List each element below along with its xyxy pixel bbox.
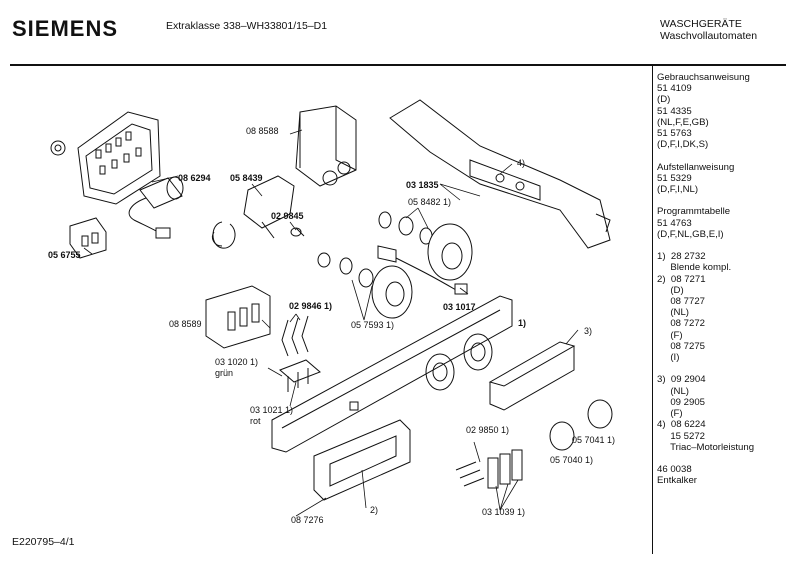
fixing-bracket bbox=[77, 111, 161, 205]
sidebar-line: 08 7727 bbox=[657, 296, 706, 308]
label-031017: 03 1017 bbox=[443, 302, 476, 312]
label-058439: 05 8439 bbox=[230, 173, 263, 183]
label-031039: 03 1039 1) bbox=[482, 507, 526, 517]
label-086294: 08 6294 bbox=[178, 173, 211, 183]
capacitor-part bbox=[128, 176, 184, 239]
label-057040: 05 7040 1) bbox=[550, 455, 594, 465]
sidebar-line: (D,F,I,DK,S) bbox=[657, 139, 709, 151]
leader-lines bbox=[83, 129, 579, 517]
sidebar-line: Aufstellanweisung bbox=[657, 161, 735, 173]
sidebar-line: (NL,F,E,GB) bbox=[657, 116, 709, 128]
category-title: WASCHGERÄTE bbox=[660, 18, 742, 30]
label-note-1: 1) bbox=[518, 318, 527, 328]
sidebar-divider bbox=[652, 66, 653, 554]
label-058482: 05 8482 1) bbox=[408, 197, 452, 207]
sidebar-line: 51 4335 bbox=[657, 105, 692, 117]
label-087276: 08 7276 bbox=[291, 515, 324, 525]
sidebar-line: (F) bbox=[657, 329, 683, 341]
label-029846: 02 9846 1) bbox=[289, 301, 333, 311]
sidebar-line: 08 7272 bbox=[657, 318, 706, 330]
sidebar-line: (I) bbox=[657, 352, 680, 364]
label-057593: 05 7593 1) bbox=[351, 320, 395, 330]
header-divider bbox=[10, 64, 786, 66]
sidebar-line: 51 5329 bbox=[657, 172, 692, 184]
sidebar-line: 51 5763 bbox=[657, 128, 692, 140]
document-code: E220795–4/1 bbox=[12, 536, 75, 548]
label-088589: 08 8589 bbox=[169, 319, 202, 329]
sidebar-line: Blende kompl. bbox=[657, 262, 732, 274]
relay-part bbox=[69, 217, 107, 259]
sidebar-line: (D) bbox=[657, 94, 671, 106]
label-gruen: grün bbox=[215, 368, 234, 378]
category-subtitle: Waschvollautomaten bbox=[660, 30, 758, 42]
spring-clips bbox=[281, 315, 309, 357]
sidebar-line: 09 2905 bbox=[657, 396, 706, 408]
label-029845: 02 9845 bbox=[271, 211, 304, 221]
sidebar-line: Triac–Motorleistung bbox=[657, 441, 755, 453]
button-springs bbox=[455, 449, 523, 489]
label-rot: rot bbox=[250, 416, 261, 426]
label-056755: 05 6755 bbox=[48, 250, 81, 260]
model-title: Extraklasse 338–WH33801/15–D1 bbox=[166, 20, 328, 32]
label-031020: 03 1020 1) bbox=[215, 357, 259, 367]
sidebar-line: 1) 28 2732 bbox=[657, 251, 706, 263]
sidebar-line: Programmtabelle bbox=[657, 206, 731, 218]
label-note-3: 3) bbox=[584, 326, 593, 336]
brand-logo: SIEMENS bbox=[12, 16, 119, 41]
indicator-board-part bbox=[205, 285, 271, 349]
sidebar-line: (NL) bbox=[657, 385, 689, 397]
label-031021: 03 1021 1) bbox=[250, 405, 294, 415]
control-knobs bbox=[549, 399, 613, 451]
rotary-switch-lower bbox=[317, 252, 413, 319]
lamp-holders bbox=[279, 359, 321, 392]
sidebar-line: (F) bbox=[657, 408, 683, 420]
sidebar-line: 2) 08 7271 bbox=[657, 273, 706, 285]
programme-switch-part bbox=[295, 105, 357, 187]
sidebar-line: (D) bbox=[657, 284, 684, 296]
nut-icon bbox=[50, 140, 66, 156]
sidebar-line: Gebrauchsanweisung bbox=[657, 72, 750, 83]
sidebar-line: 51 4109 bbox=[657, 83, 692, 95]
sidebar-line: 08 7275 bbox=[657, 340, 706, 352]
sidebar-line: 15 5272 bbox=[657, 430, 706, 442]
sidebar-line: 46 0038 bbox=[657, 464, 692, 476]
label-031835: 03 1835 bbox=[406, 180, 439, 190]
sidebar-line: (D,F,I,NL) bbox=[657, 184, 699, 196]
label-note-4: 4) bbox=[517, 158, 526, 168]
programme-label-plate bbox=[488, 341, 576, 411]
push-button-part bbox=[290, 227, 305, 237]
sidebar-line: (D,F,NL,GB,E,I) bbox=[657, 228, 724, 240]
sidebar-line: (NL) bbox=[657, 307, 689, 319]
detergent-drawer-panel bbox=[313, 419, 411, 501]
label-088588: 08 8588 bbox=[246, 126, 279, 136]
label-057041: 05 7041 1) bbox=[572, 435, 616, 445]
sidebar-line: 3) 09 2904 bbox=[657, 374, 706, 386]
control-panel-fascia bbox=[271, 295, 513, 453]
label-note-2: 2) bbox=[370, 505, 379, 515]
sidebar-line: 51 4763 bbox=[657, 217, 692, 229]
sidebar-line: 4) 08 6224 bbox=[657, 419, 706, 431]
sidebar-line: Entkalker bbox=[657, 475, 697, 487]
label-029850: 02 9850 1) bbox=[466, 425, 510, 435]
